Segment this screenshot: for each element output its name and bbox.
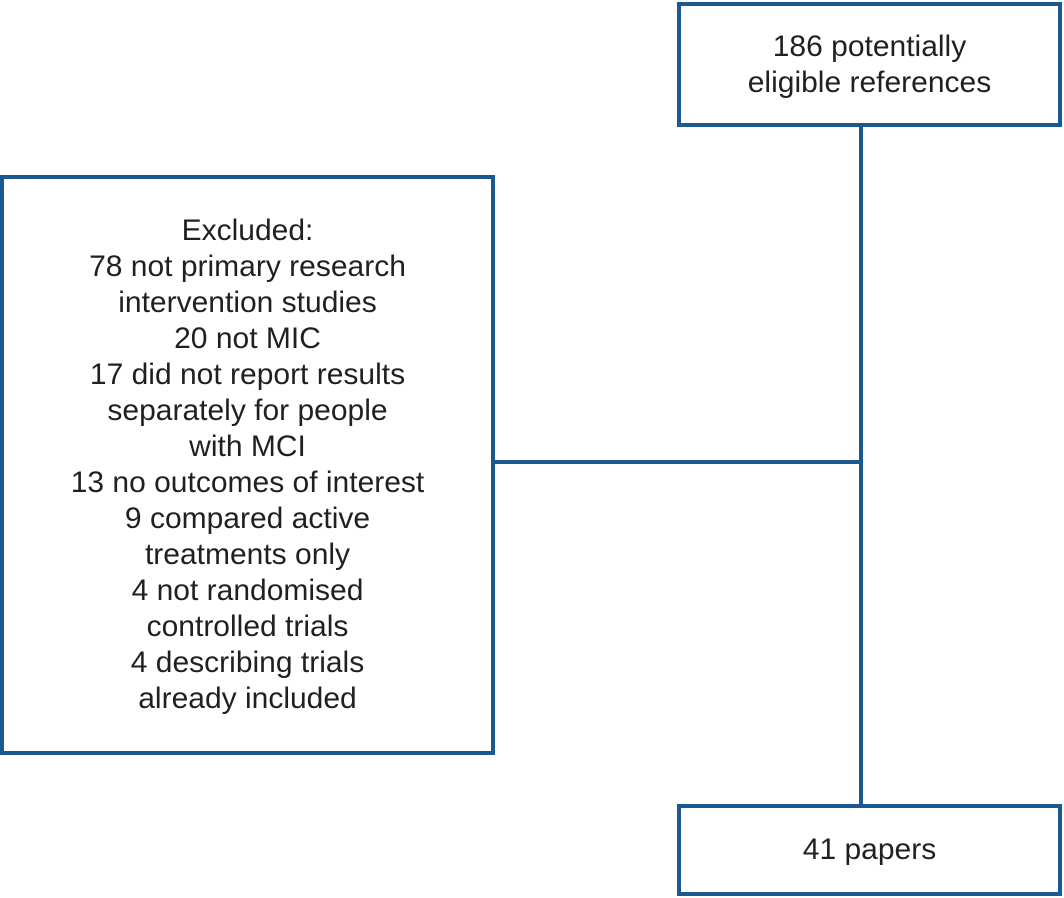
excluded-line-12: 4 describing trials (130, 646, 365, 679)
excluded-heading: Excluded: (181, 214, 314, 247)
eligible-references-line-2: eligible references (747, 65, 992, 99)
included-papers-label: 41 papers (802, 833, 937, 866)
connector-vertical-line (859, 125, 863, 806)
excluded-line-2: intervention studies (118, 286, 377, 319)
excluded-line-10: 4 not randomised (131, 574, 364, 607)
excluded-line-13: already included (138, 682, 357, 715)
excluded-line-4: 17 did not report results (89, 358, 406, 391)
excluded-line-3: 20 not MIC (174, 322, 321, 355)
excluded-box: Excluded: 78 not primary research interv… (0, 175, 495, 755)
excluded-line-1: 78 not primary research (89, 250, 406, 283)
eligible-references-box: 186 potentially eligible references (677, 2, 1062, 127)
excluded-line-8: 9 compared active (124, 502, 371, 535)
excluded-line-5: separately for people (107, 394, 388, 427)
included-papers-box: 41 papers (677, 804, 1062, 896)
excluded-line-6: with MCI (189, 430, 306, 463)
excluded-line-7: 13 no outcomes of interest (70, 466, 425, 499)
eligible-references-line-1: 186 potentially (772, 29, 967, 63)
excluded-line-9: treatments only (144, 538, 351, 571)
connector-exclusion-branch-line (493, 460, 861, 464)
excluded-line-11: controlled trials (146, 610, 349, 643)
